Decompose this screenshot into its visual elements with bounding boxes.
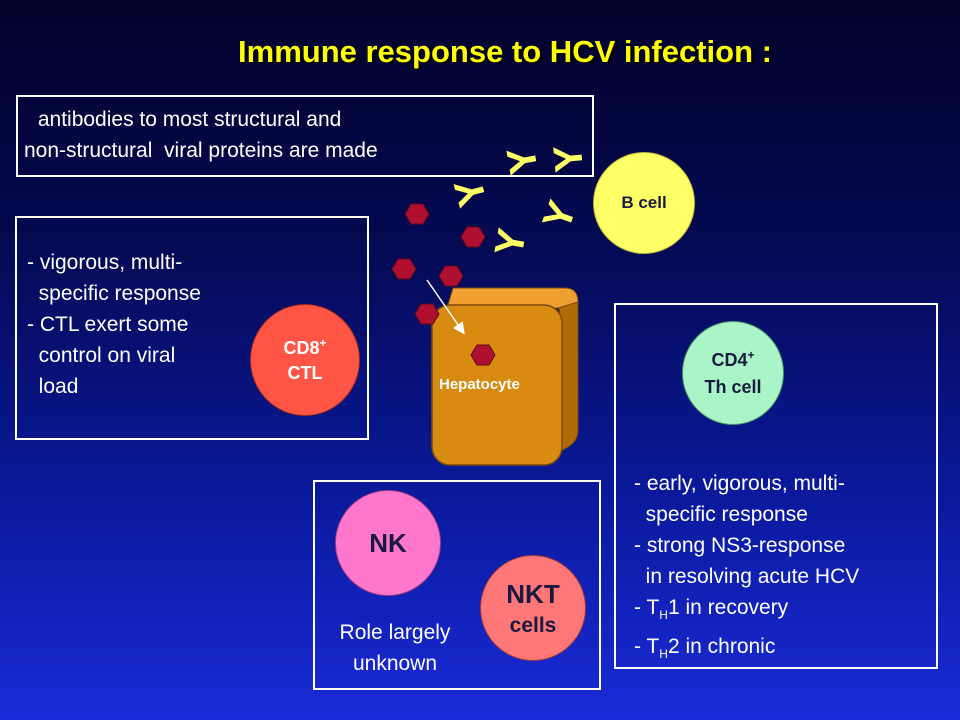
ctl-text: - vigorous, multi- specific response - C…	[27, 247, 201, 402]
th-line: - strong NS3-response	[634, 534, 846, 557]
ctl-line: - CTL exert some	[27, 313, 189, 336]
nkt-label: NKT	[506, 578, 560, 609]
cd8-ctl-cell: CD8+ CTL	[250, 304, 360, 416]
ctl-box: - vigorous, multi- specific response - C…	[15, 216, 369, 440]
th-box: - early, vigorous, multi- specific respo…	[614, 303, 938, 669]
ctl-label: CTL	[287, 363, 323, 383]
role-line: Role largely	[339, 621, 451, 644]
cd4-th-cell: CD4+ Th cell	[682, 321, 784, 425]
cd8-label: CD8+	[283, 336, 327, 358]
ctl-line: load	[27, 375, 79, 398]
antibody-box: antibodies to most structural and non-st…	[16, 95, 594, 177]
antibody-text-line1: antibodies to most structural and	[32, 108, 342, 131]
hepatocyte-label: Hepatocyte	[439, 376, 520, 393]
ctl-line: control on viral	[27, 344, 176, 367]
slide-title: Immune response to HCV infection :	[238, 34, 772, 69]
th-text: - early, vigorous, multi- specific respo…	[634, 468, 859, 670]
th-line: specific response	[634, 503, 808, 526]
antibody-y-icon: Y	[534, 195, 586, 236]
antibody-text-line2: non-structural viral proteins are made	[24, 139, 378, 162]
antibody-y-icon: Y	[545, 143, 592, 174]
nk-box	[313, 480, 601, 690]
role-line: unknown	[352, 652, 438, 675]
ctl-line: specific response	[27, 282, 201, 305]
nk-role-text: Role largely unknown	[322, 617, 468, 679]
ctl-line: - vigorous, multi-	[27, 251, 183, 274]
virus-icon	[470, 344, 496, 366]
nkt-cell: NKT cells	[480, 555, 586, 661]
nkt-cells-label: cells	[509, 613, 557, 637]
virus-icon	[414, 303, 440, 325]
virus-icon	[391, 258, 417, 280]
b-cell-label: B cell	[621, 193, 667, 212]
cd4-label: CD4+	[711, 348, 755, 370]
b-cell: B cell	[593, 152, 695, 254]
virus-icon	[460, 226, 486, 248]
hepatocyte-cell	[431, 287, 579, 466]
th-cell-label: Th cell	[704, 377, 762, 397]
th1-line: - TH1 in recovery	[634, 596, 789, 623]
th-line: in resolving acute HCV	[634, 565, 860, 588]
hepatocyte-front-face	[431, 304, 563, 466]
virus-particles	[391, 203, 496, 366]
nk-cell: NK	[335, 490, 441, 596]
infection-arrow	[426, 279, 465, 335]
virus-icon	[404, 203, 430, 225]
th2-line: - TH2 in chronic	[634, 635, 776, 662]
virus-icon	[438, 265, 464, 287]
nk-label: NK	[369, 527, 407, 558]
th-line: - early, vigorous, multi-	[634, 472, 845, 495]
